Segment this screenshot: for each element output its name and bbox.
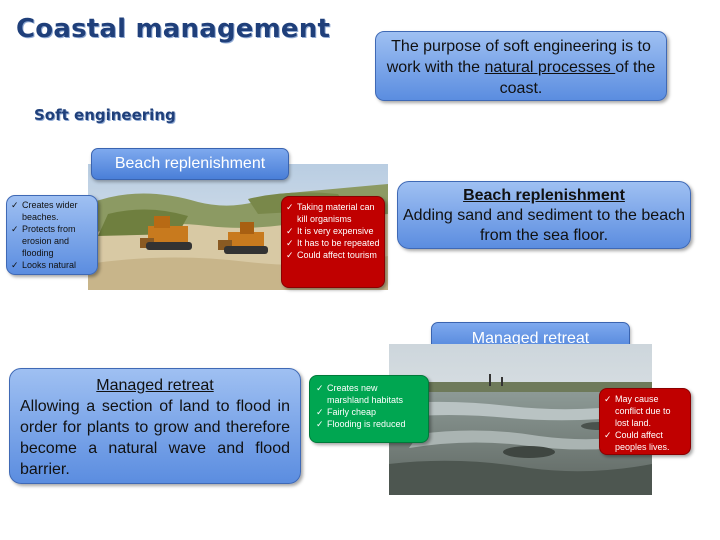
beach-replenishment-label: Beach replenishment <box>91 148 289 180</box>
beach-disadvantage-item: ✓It is very expensive <box>286 226 374 236</box>
purpose-natural-processes: natural processes <box>484 59 616 76</box>
beach-definition-text: Adding sand and sediment to the beach fr… <box>403 207 685 244</box>
retreat-definition-box: Managed retreat Allowing a section of la… <box>9 368 301 484</box>
page-subtitle: Soft engineering <box>34 106 176 124</box>
retreat-advantage-item: ✓Fairly cheap <box>316 407 377 417</box>
retreat-definition-text: Allowing a section of land to flood in o… <box>20 398 290 478</box>
beach-advantage-item: ✓Creates wider beaches. <box>11 200 78 222</box>
beach-disadvantage-item: ✓Could affect tourism <box>286 250 377 260</box>
retreat-advantage-item: ✓Flooding is reduced <box>316 419 406 429</box>
beach-advantage-item: ✓Protects from erosion and flooding <box>11 224 76 258</box>
tick-icon: ✓ <box>286 202 294 212</box>
beach-advantage-item: ✓Looks natural <box>11 260 77 270</box>
tick-icon: ✓ <box>604 394 612 404</box>
retreat-disadvantage-item: ✓Could affect peoples lives. <box>604 430 670 452</box>
tick-icon: ✓ <box>316 419 324 429</box>
beach-disadvantage-item: ✓It has to be repeated <box>286 238 380 248</box>
tick-icon: ✓ <box>316 407 324 417</box>
retreat-advantages-box: ✓Creates new marshland habitats ✓Fairly … <box>309 375 429 443</box>
tick-icon: ✓ <box>286 250 294 260</box>
tick-icon: ✓ <box>11 200 19 210</box>
retreat-disadvantages-box: ✓May cause conflict due to lost land. ✓C… <box>599 388 691 455</box>
tick-icon: ✓ <box>11 224 19 234</box>
tick-icon: ✓ <box>11 260 19 270</box>
page-title: Coastal management <box>16 14 331 44</box>
purpose-text-start: The purpose of soft engineering is to wo… <box>386 38 651 76</box>
tick-icon: ✓ <box>316 383 324 393</box>
beach-advantages-box: ✓Creates wider beaches. ✓Protects from e… <box>6 195 98 275</box>
retreat-definition-title: Managed retreat <box>96 377 214 394</box>
tick-icon: ✓ <box>286 226 294 236</box>
retreat-disadvantage-item: ✓May cause conflict due to lost land. <box>604 394 671 428</box>
beach-definition-box: Beach replenishment Adding sand and sedi… <box>397 181 691 249</box>
purpose-text-end: of the coast. <box>499 59 656 97</box>
beach-disadvantages-box: ✓Taking material can kill organisms ✓It … <box>281 196 385 288</box>
beach-disadvantage-item: ✓Taking material can kill organisms <box>286 202 375 224</box>
purpose-box: The purpose of soft engineering is to wo… <box>375 31 667 101</box>
tick-icon: ✓ <box>604 430 612 440</box>
tick-icon: ✓ <box>286 238 294 248</box>
retreat-advantage-item: ✓Creates new marshland habitats <box>316 383 404 405</box>
beach-definition-title: Beach replenishment <box>463 187 625 204</box>
